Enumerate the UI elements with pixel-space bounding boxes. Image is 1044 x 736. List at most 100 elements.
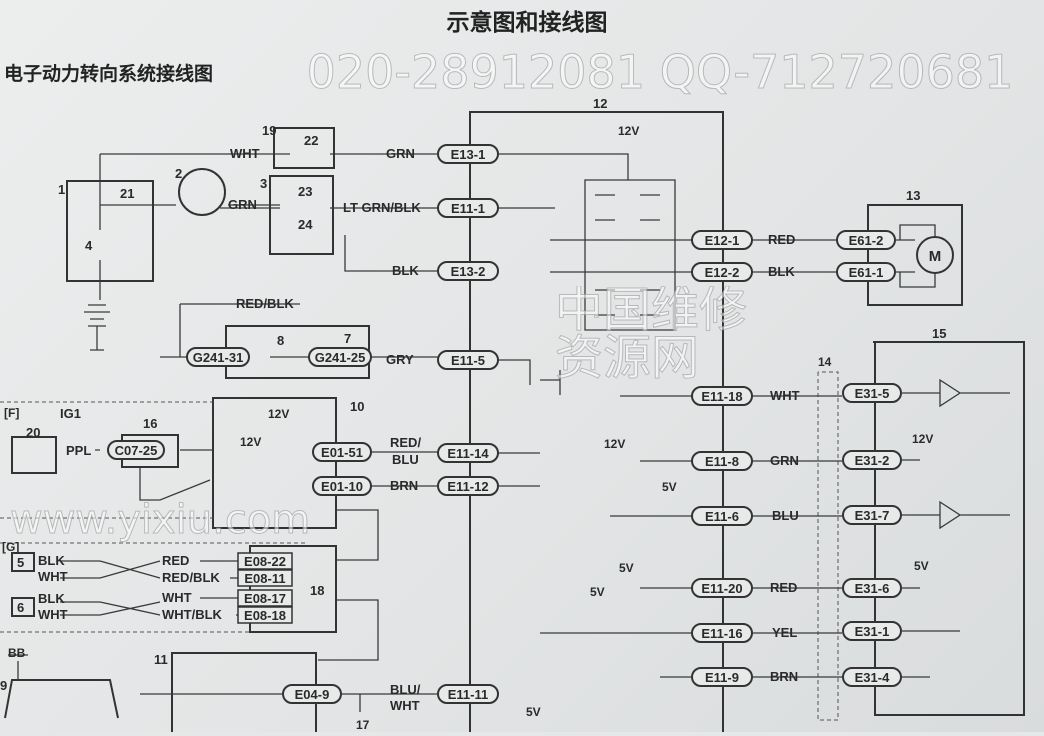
label-v9: 5V — [914, 559, 929, 573]
connector-label: E08-11 — [244, 571, 285, 586]
page-title: 示意图和接线图 — [447, 9, 608, 36]
connector-label: E11-20 — [701, 581, 742, 596]
label-c19: 19 — [262, 123, 276, 138]
connector-label: E11-8 — [705, 454, 739, 469]
label-w-redblu2: BLU — [392, 452, 419, 467]
connector-e08-17: E08-17 — [237, 589, 293, 607]
label-w-wht19: WHT — [230, 146, 260, 161]
label-w-blk-e13: BLK — [392, 263, 419, 278]
label-g-red: RED — [162, 553, 189, 568]
label-v10: 5V — [526, 705, 541, 719]
label-c15: 15 — [932, 326, 946, 341]
label-c23: 23 — [298, 184, 312, 199]
connector-e61-2: E61-2 — [836, 230, 896, 250]
connector-label: E31-7 — [855, 508, 890, 523]
connector-label: E31-4 — [855, 670, 890, 685]
connector-e31-5: E31-5 — [842, 383, 902, 403]
label-c2: 2 — [175, 166, 182, 181]
label-g-wht: WHT — [162, 590, 192, 605]
label-c3: 3 — [260, 176, 267, 191]
connector-e04-9: E04-9 — [282, 684, 342, 704]
connector-e08-22: E08-22 — [237, 552, 293, 570]
connector-label: E13-2 — [451, 264, 486, 279]
connector-label: G241-31 — [193, 350, 244, 365]
connector-label: E11-16 — [701, 626, 742, 641]
connector-label: E12-2 — [705, 265, 740, 280]
label-w-yel: YEL — [772, 625, 797, 640]
label-v1: 12V — [618, 124, 639, 138]
label-s6-wht: WHT — [38, 607, 68, 622]
connector-e11-12: E11-12 — [437, 476, 499, 496]
connector-g241-31: G241-31 — [186, 347, 250, 367]
connector-label: E31-5 — [855, 386, 890, 401]
label-w-brn: BRN — [390, 478, 418, 493]
label-c14: 14 — [818, 355, 832, 369]
connector-e11-1: E11-1 — [437, 198, 499, 218]
label-c1: 1 — [58, 182, 65, 197]
connector-e08-11: E08-11 — [237, 569, 293, 587]
connector-e11-14: E11-14 — [437, 443, 499, 463]
label-v7: 5V — [619, 561, 634, 575]
connector-label: C07-25 — [115, 443, 158, 458]
connector-label: E11-14 — [447, 446, 489, 461]
connector-label: E31-1 — [855, 624, 890, 639]
connector-label: E12-1 — [705, 233, 740, 248]
label-g-redblk: RED/BLK — [162, 570, 220, 585]
connector-e31-1: E31-1 — [842, 621, 902, 641]
label-c24: 24 — [298, 217, 313, 232]
connector-e12-1: E12-1 — [691, 230, 753, 250]
connector-c07-25: C07-25 — [107, 440, 165, 460]
connector-e11-11: E11-11 — [437, 684, 499, 704]
connector-label: E11-9 — [705, 670, 739, 685]
connector-e11-6: E11-6 — [691, 506, 753, 526]
connector-e31-6: E31-6 — [842, 578, 902, 598]
label-c22: 22 — [304, 133, 318, 148]
label-c4: 4 — [85, 238, 93, 253]
connector-e11-5: E11-5 — [437, 350, 499, 370]
label-bb: BB — [8, 646, 26, 660]
diagram-subtitle: 电子动力转向系统接线图 — [4, 62, 213, 85]
label-c10: 10 — [350, 399, 364, 414]
connector-label: E04-9 — [295, 687, 330, 702]
label-s5-blk: BLK — [38, 553, 65, 568]
connector-e61-1: E61-1 — [836, 262, 896, 282]
label-c7: 7 — [344, 331, 351, 346]
label-c13: 13 — [906, 188, 920, 203]
label-c12: 12 — [593, 96, 607, 111]
label-w-brn2: BRN — [770, 669, 798, 684]
connector-e01-10: E01-10 — [312, 476, 372, 496]
connector-label: E11-6 — [705, 509, 739, 524]
label-w-redblu1: RED/ — [390, 435, 421, 450]
label-motor: M — [929, 248, 942, 265]
label-c18: 18 — [310, 583, 324, 598]
connector-label: E11-1 — [451, 201, 485, 216]
connector-label: E11-12 — [447, 479, 488, 494]
connector-label: E01-10 — [321, 479, 363, 494]
label-w-blk-motor: BLK — [768, 264, 795, 279]
label-w-ltgrn: LT GRN/BLK — [343, 200, 421, 215]
connector-label: E31-2 — [855, 453, 890, 468]
connector-e01-51: E01-51 — [312, 442, 372, 462]
connector-label: E11-11 — [448, 687, 489, 702]
connector-e13-2: E13-2 — [437, 261, 499, 281]
label-v5: 12V — [912, 432, 933, 446]
label-w-gry: GRY — [386, 352, 414, 367]
label-c5: 5 — [17, 555, 24, 570]
label-g-whtblk: WHT/BLK — [162, 607, 223, 622]
connector-e11-16: E11-16 — [691, 623, 753, 643]
label-ig1: IG1 — [60, 406, 81, 421]
connector-label: E08-17 — [244, 591, 286, 606]
label-c20: 20 — [26, 425, 40, 440]
connector-e11-20: E11-20 — [691, 578, 753, 598]
label-w-wht: WHT — [770, 388, 800, 403]
connector-e31-2: E31-2 — [842, 450, 902, 470]
label-w-blu: BLU — [772, 508, 799, 523]
connector-e11-9: E11-9 — [691, 667, 753, 687]
label-w-grn: GRN — [770, 453, 799, 468]
label-w-bluwht2: WHT — [390, 698, 420, 713]
connector-e11-18: E11-18 — [691, 386, 753, 406]
connector-label: E31-6 — [855, 581, 890, 596]
label-c6: 6 — [17, 600, 24, 615]
